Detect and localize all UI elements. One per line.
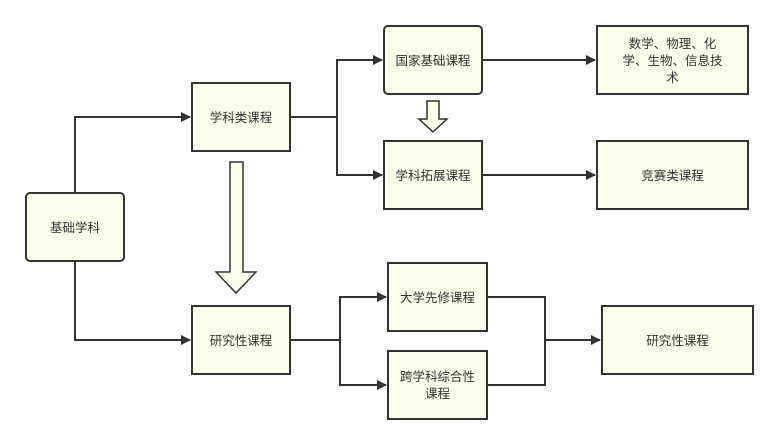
node-advanced-placement[interactable]: 大学先修课程 bbox=[387, 262, 488, 332]
node-extension-courses-label: 学科拓展课程 bbox=[395, 167, 471, 183]
block-arrow-national-to-extension bbox=[417, 100, 449, 134]
edge-root-to-subject bbox=[74, 112, 191, 192]
node-interdisciplinary-label: 跨学科综合性课程 bbox=[399, 369, 475, 401]
node-subjects-list[interactable]: 数学、物理、化学、生物、信息技术 bbox=[596, 25, 749, 95]
node-research-courses-right-label: 研究性课程 bbox=[646, 332, 709, 348]
node-competition-courses-label: 竞赛类课程 bbox=[641, 167, 704, 183]
node-subjects-list-label: 数学、物理、化学、生物、信息技术 bbox=[622, 35, 723, 85]
edge-research-to-advanced bbox=[339, 292, 387, 340]
node-root-label: 基础学科 bbox=[49, 219, 100, 235]
node-research-courses-right[interactable]: 研究性课程 bbox=[601, 305, 754, 375]
node-national-courses-label: 国家基础课程 bbox=[395, 52, 471, 68]
node-extension-courses[interactable]: 学科拓展课程 bbox=[383, 140, 483, 210]
edge-root-to-research bbox=[74, 262, 191, 345]
node-root[interactable]: 基础学科 bbox=[25, 192, 125, 262]
node-subject-courses[interactable]: 学科类课程 bbox=[191, 82, 291, 152]
node-research-courses-left-label: 研究性课程 bbox=[209, 332, 273, 348]
node-national-courses[interactable]: 国家基础课程 bbox=[383, 25, 483, 95]
node-research-courses-left[interactable]: 研究性课程 bbox=[191, 305, 291, 375]
node-interdisciplinary[interactable]: 跨学科综合性课程 bbox=[387, 350, 488, 420]
node-competition-courses[interactable]: 竞赛类课程 bbox=[596, 140, 749, 210]
block-arrow-subject-to-research bbox=[214, 161, 258, 295]
node-subject-courses-label: 学科类课程 bbox=[209, 109, 273, 125]
edge-research-to-interdisciplinary bbox=[339, 340, 387, 390]
edge-subject-to-national bbox=[336, 55, 383, 117]
node-advanced-placement-label: 大学先修课程 bbox=[399, 289, 475, 305]
edge-subject-to-extension bbox=[336, 117, 383, 180]
edge-advanced-merge bbox=[488, 296, 546, 386]
